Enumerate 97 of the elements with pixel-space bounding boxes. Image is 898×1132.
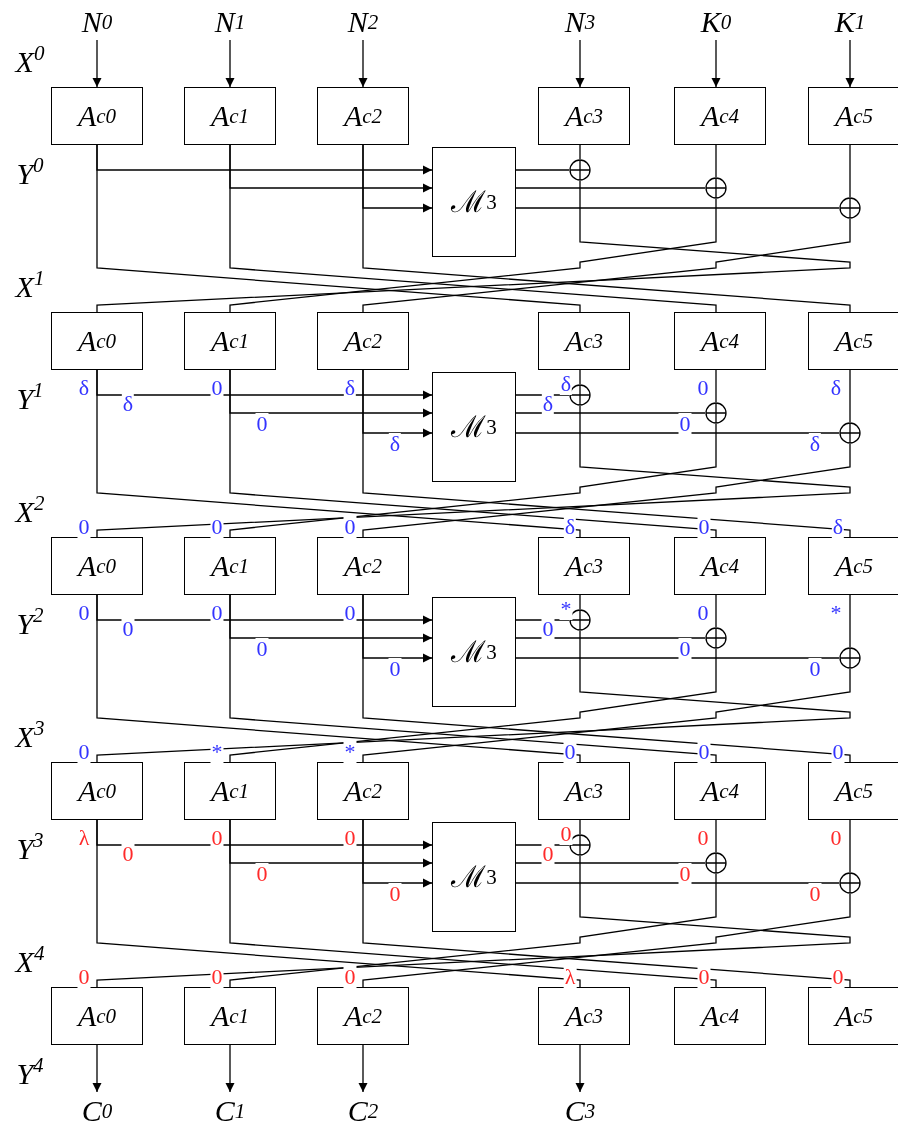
wire: [362, 218, 851, 313]
xor-circle: [705, 402, 727, 424]
wire: [715, 144, 717, 178]
xor-circle: [839, 647, 861, 669]
wire: [715, 369, 717, 403]
difference-label: 0: [678, 863, 692, 885]
difference-label: 0: [678, 638, 692, 660]
wire: [229, 873, 717, 988]
wire: [229, 369, 717, 538]
wire: [515, 169, 570, 171]
wire: [229, 819, 717, 988]
state-label: Y$^{3}$: [16, 829, 44, 865]
wire: [229, 594, 717, 763]
wire: [229, 198, 717, 313]
wire: [515, 432, 840, 434]
arrow: [845, 39, 855, 88]
difference-label: λ: [563, 966, 577, 988]
state-label: X$^{0}$: [15, 42, 45, 78]
xor-circle: [705, 177, 727, 199]
wire: [849, 819, 851, 873]
arrow: [92, 39, 102, 88]
xor-circle: [839, 197, 861, 219]
difference-label: δ: [343, 377, 357, 399]
wire: [515, 657, 840, 659]
state-label: X$^{4}$: [15, 942, 45, 978]
arrow: [358, 39, 368, 88]
wire: [96, 405, 851, 538]
difference-label: 0: [697, 516, 711, 538]
arrow: [358, 1044, 368, 1093]
wire: [515, 862, 706, 864]
wire: [579, 369, 581, 385]
xor-circle: [569, 159, 591, 181]
arrow: [711, 39, 721, 88]
state-label: Y$^{0}$: [16, 154, 44, 190]
difference-label: δ: [559, 373, 573, 395]
wire: [515, 207, 840, 209]
wire: [96, 630, 851, 763]
difference-label: δ: [831, 516, 845, 538]
state-label: Y$^{2}$: [16, 604, 44, 640]
wire: [849, 144, 851, 198]
state-label: X$^{3}$: [15, 717, 45, 753]
xor-circle: [839, 422, 861, 444]
wire: [362, 893, 851, 988]
wire: [96, 144, 581, 313]
wire: [362, 594, 851, 763]
wire: [96, 855, 851, 988]
wire: [229, 144, 717, 313]
arrow: [92, 1044, 102, 1093]
difference-label: 0: [343, 516, 357, 538]
wire: [715, 594, 717, 628]
wire: [362, 144, 851, 313]
xor-circle: [705, 852, 727, 874]
wire: [515, 637, 706, 639]
wire: [515, 412, 706, 414]
difference-label: 0: [697, 741, 711, 763]
wire: [515, 619, 570, 621]
xor-circle: [569, 384, 591, 406]
state-label: X$^{1}$: [15, 267, 45, 303]
difference-label: *: [343, 741, 357, 763]
difference-label: 0: [541, 618, 555, 640]
wire: [96, 369, 581, 538]
arrow: [225, 39, 235, 88]
state-label: Y$^{4}$: [16, 1054, 44, 1090]
wire: [715, 819, 717, 853]
xor-circle: [705, 627, 727, 649]
wire: [362, 369, 851, 538]
difference-label: 0: [697, 966, 711, 988]
difference-label: 0: [678, 413, 692, 435]
difference-label: 0: [541, 843, 555, 865]
wire: [96, 819, 581, 988]
xor-circle: [839, 872, 861, 894]
wire: [515, 187, 706, 189]
difference-label: δ: [563, 516, 577, 538]
arrow: [575, 1044, 585, 1093]
wire: [849, 369, 851, 423]
xor-circle: [569, 834, 591, 856]
wire: [849, 594, 851, 648]
wire: [96, 180, 851, 313]
wire: [362, 443, 851, 538]
wire: [229, 648, 717, 763]
wire: [579, 594, 581, 610]
wire: [579, 144, 581, 160]
state-label: X$^{2}$: [15, 492, 45, 528]
wire: [579, 819, 581, 835]
difference-label: 0: [343, 966, 357, 988]
wire: [515, 394, 570, 396]
difference-label: 0: [563, 741, 577, 763]
wire: [229, 423, 717, 538]
wire: [96, 594, 581, 763]
wire: [515, 882, 840, 884]
difference-label: δ: [541, 393, 555, 415]
state-label: Y$^{1}$: [16, 379, 44, 415]
wire: [362, 668, 851, 763]
arrow: [225, 1044, 235, 1093]
arrow: [575, 39, 585, 88]
wire: [515, 844, 570, 846]
wire: [362, 819, 851, 988]
